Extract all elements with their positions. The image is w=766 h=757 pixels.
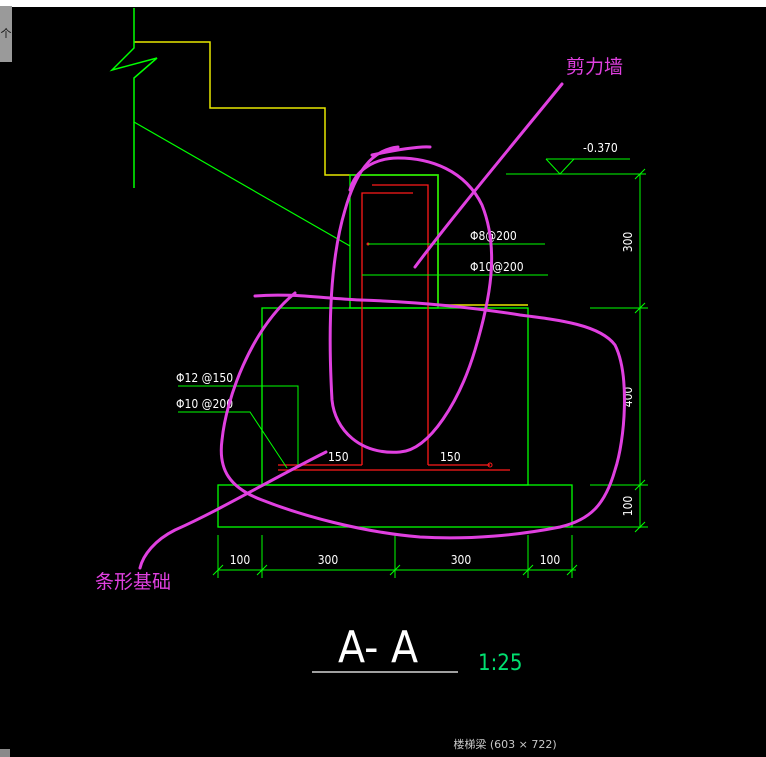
hook-label-right: 150 [440, 450, 461, 464]
markup-foundation-loop [219, 291, 626, 540]
dim-v-label-3: 100 [621, 496, 635, 517]
elevation-label: -0.370 [583, 141, 618, 155]
leader-3 [178, 385, 299, 468]
rebar-label-left-2: Φ10 @200 [176, 397, 233, 411]
tick-h4 [522, 564, 534, 576]
section-title: A- A [338, 622, 418, 673]
corner-mark [0, 749, 10, 757]
wall-outline [349, 174, 439, 309]
rebar-wall-right [372, 184, 429, 465]
tick-v3 [634, 479, 646, 491]
image-caption: 楼梯梁 (603 × 722) [453, 738, 557, 751]
dim-h-label-4: 100 [540, 553, 561, 567]
dim-h-label-2: 300 [318, 553, 339, 567]
markup-foundation-arrow [138, 450, 328, 570]
markup-wall-loop [328, 145, 494, 454]
side-tab[interactable]: 个 [0, 6, 12, 62]
break-line [109, 8, 158, 188]
foundation-beam [261, 307, 529, 486]
rebar-label-top-1: Φ8@200 [470, 229, 517, 243]
label-strip-foundation: 条形基础 [95, 571, 171, 593]
cushion-layer [217, 484, 573, 528]
tick-h3 [389, 564, 401, 576]
tick-h2 [256, 564, 268, 576]
tick-h1 [212, 564, 224, 576]
slab-diagonal [133, 121, 351, 247]
rebar-dot [487, 462, 493, 468]
tick-v2 [634, 302, 646, 314]
stair-outline [134, 41, 528, 306]
scale-label: 1:25 [478, 651, 522, 676]
dim-h-label-1: 100 [230, 553, 251, 567]
viewer-top-border [0, 0, 766, 7]
leader-4 [178, 411, 288, 469]
dim-h-label-3: 300 [451, 553, 472, 567]
tick-v4 [634, 521, 646, 533]
rebar-wall-left [361, 192, 413, 465]
rebar-label-left-1: Φ12 @150 [176, 371, 233, 385]
tick-h5 [566, 564, 578, 576]
label-shear-wall: 剪力墙 [566, 56, 623, 78]
tick-v1 [634, 168, 646, 180]
elevation-triangle [545, 158, 575, 175]
dim-v-label-1: 300 [621, 232, 635, 253]
markup-shear-arrow [413, 82, 564, 269]
rebar-label-top-2: Φ10@200 [470, 260, 524, 274]
hook-label-left: 150 [328, 450, 349, 464]
